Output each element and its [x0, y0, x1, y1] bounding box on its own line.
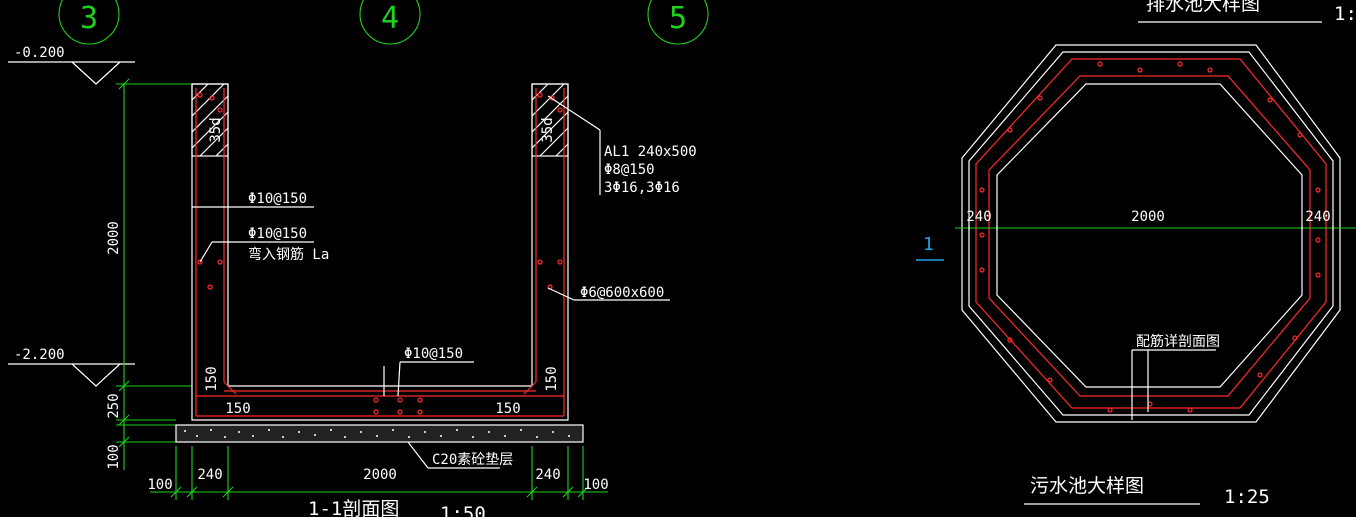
rebar-label-2: Φ10@150	[248, 226, 307, 242]
plan-top-scale: 1:2	[1334, 3, 1356, 25]
axis-bubble-5: 5	[647, 0, 709, 45]
beam-label-3: 3Φ16,3Φ16	[604, 180, 680, 196]
dim-side-left-text: 100	[147, 477, 172, 493]
section-scale: 1:50	[440, 503, 486, 517]
concrete-cushion	[175, 424, 584, 443]
section-view: -0.200 -2.200 2000 250 100	[8, 45, 697, 517]
elevation-marker-top: -0.200	[8, 45, 135, 85]
anchor-text-left: 35d	[208, 117, 224, 142]
rebar-label-4: Φ10@150	[404, 346, 463, 362]
rebar-leader-3: Φ6@600x600	[547, 285, 670, 301]
horizontal-dimension-chain: 100 240 2000 240 100	[147, 446, 609, 500]
dim-wall-left-text: 240	[197, 467, 222, 483]
plan-top-title: 排水池大样图	[1146, 0, 1260, 15]
dim-width-text: 2000	[363, 467, 397, 483]
rebar-leader-2: Φ10@150 弯入钢筋 La	[199, 226, 329, 263]
octagon-inner	[996, 83, 1303, 388]
dim-150-right-floor: 150	[495, 401, 520, 417]
plan-scale: 1:25	[1224, 486, 1270, 508]
axis-bubble-4: 4	[359, 0, 421, 45]
plan-title: 污水池大样图	[1030, 475, 1144, 497]
beam-label-1: AL1 240x500	[604, 144, 697, 160]
plan-dim-span: 2000	[1131, 209, 1165, 225]
rebar-note-2: 弯入钢筋 La	[248, 246, 329, 263]
ring-beam-left: 35d	[191, 83, 229, 157]
axis-label-3: 3	[80, 1, 98, 36]
elevation-marker-bottom: -2.200	[8, 347, 135, 387]
elevation-bottom-text: -2.200	[14, 347, 65, 363]
dim-slab-text: 250	[106, 393, 122, 418]
dim-side-right-text: 100	[583, 477, 608, 493]
plan-section-mark: 1	[923, 234, 934, 255]
wall-reinforcement	[195, 88, 565, 417]
anchor-text-right: 35d	[540, 117, 556, 142]
plan-dim-wall-right: 240	[1305, 209, 1330, 225]
axis-label-4: 4	[381, 1, 399, 36]
plan-rebar-dots	[979, 61, 1321, 413]
vertical-dimension-chain: 2000 250 100	[106, 78, 192, 470]
axis-bubble-3: 3	[58, 0, 120, 45]
plan-note: 配筋详剖面图	[1136, 333, 1220, 350]
cushion-label: C20素砼垫层	[432, 452, 513, 468]
dim-150-left-floor: 150	[225, 401, 250, 417]
rebar-label-3: Φ6@600x600	[580, 285, 664, 301]
rebar-leader-4: Φ10@150	[383, 346, 474, 397]
beam-leader: AL1 240x500 Φ8@150 3Φ16,3Φ16	[547, 95, 697, 196]
ring-beam-right: 35d	[531, 83, 569, 157]
dim-wall-right-text: 240	[535, 467, 560, 483]
cushion-leader: C20素砼垫层	[407, 441, 513, 469]
dim-cushion-text: 100	[106, 444, 122, 469]
plan-dim-wall-left: 240	[966, 209, 991, 225]
rebar-label-1: Φ10@150	[248, 191, 307, 207]
plan-view: 排水池大样图 1:2 1 240	[916, 0, 1356, 508]
dim-150-left-wall: 150	[204, 366, 220, 391]
dim-height-text: 2000	[106, 221, 122, 255]
section-title: 1-1剖面图	[308, 498, 399, 517]
beam-label-2: Φ8@150	[604, 162, 655, 178]
elevation-top-text: -0.200	[14, 45, 65, 61]
dim-150-right-wall: 150	[544, 366, 560, 391]
rebar-leader-1: Φ10@150	[192, 191, 314, 208]
octagon-outer	[961, 44, 1341, 423]
axis-label-5: 5	[669, 1, 687, 36]
